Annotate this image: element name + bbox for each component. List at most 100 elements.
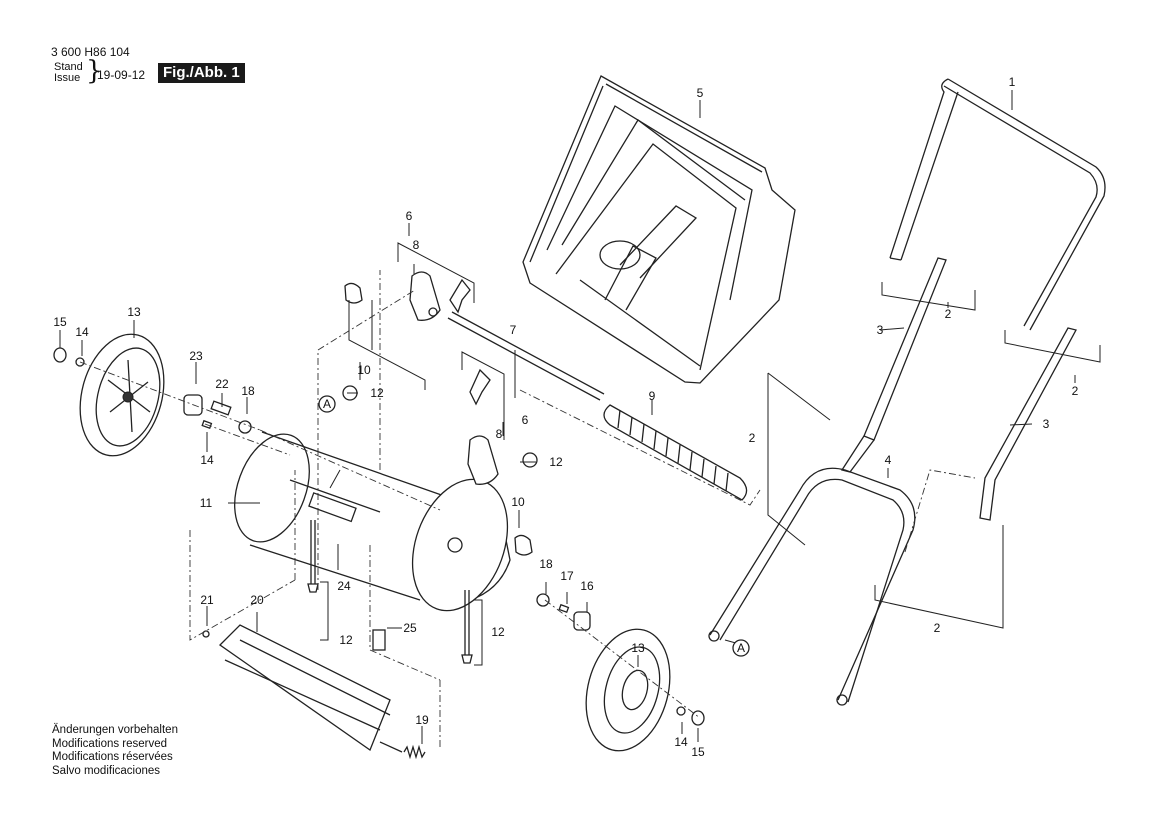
callout-17: 17 — [560, 569, 574, 583]
assembly-line — [317, 270, 416, 590]
notice-de: Änderungen vorbehalten — [52, 724, 178, 736]
assembly-line — [189, 470, 296, 641]
callout-8: 8 — [496, 427, 503, 441]
knob-lower — [522, 452, 538, 468]
bolt-left — [307, 520, 319, 593]
stand-label: Stand — [54, 61, 83, 73]
spring — [403, 744, 426, 760]
pinion-right — [573, 611, 591, 631]
callout-13: 13 — [631, 641, 645, 655]
bracket-2-right — [874, 525, 1004, 629]
washer-left — [75, 357, 85, 367]
bracket-6-upper — [397, 242, 475, 303]
shaft-left — [210, 400, 232, 416]
notice-fr: Modifications réservées — [52, 751, 173, 763]
callout-2: 2 — [749, 431, 756, 445]
callout-11: 11 — [200, 496, 213, 510]
callout-24: 24 — [337, 579, 351, 593]
key-right — [558, 603, 570, 614]
callout-7: 7 — [510, 323, 517, 337]
bearing-right — [536, 593, 550, 607]
wheel-left — [79, 333, 165, 457]
callout-8: 8 — [413, 238, 420, 252]
bracket-6-lower — [461, 351, 505, 440]
bracket-12-right — [474, 599, 483, 666]
callout-6: 6 — [406, 209, 413, 223]
callout-12: 12 — [549, 455, 563, 469]
callout-12: 12 — [491, 625, 505, 639]
callout-20: 20 — [250, 593, 264, 607]
callout-2: 2 — [934, 621, 941, 635]
circlip — [202, 630, 210, 638]
lower-handle — [708, 467, 916, 706]
latch-plate-lower — [469, 368, 491, 406]
callout-10: 10 — [511, 495, 525, 509]
callout-9: 9 — [649, 389, 656, 403]
callout-14: 14 — [75, 325, 89, 339]
bolt-right — [461, 590, 473, 664]
callout-14: 14 — [674, 735, 688, 749]
callout-12: 12 — [370, 386, 384, 400]
svg-text:A: A — [737, 641, 745, 655]
assembly-line — [519, 389, 761, 506]
label-sticker-25 — [372, 629, 386, 651]
callout-10: 10 — [357, 363, 371, 377]
figure-label: Fig./Abb. 1 — [158, 63, 245, 83]
callout-12: 12 — [339, 633, 353, 647]
upper-handle — [889, 78, 1106, 331]
middle-handle-left — [840, 257, 947, 473]
bracket-2-upper — [881, 282, 976, 311]
callout-18: 18 — [539, 557, 553, 571]
callout-2: 2 — [1072, 384, 1079, 398]
middle-handle-right — [979, 327, 1077, 521]
callout-13: 13 — [127, 305, 141, 319]
callout-21: 21 — [200, 593, 214, 607]
callout-23: 23 — [189, 349, 203, 363]
axle-rod — [447, 311, 605, 401]
callout-16: 16 — [580, 579, 594, 593]
hub-cap-right — [691, 710, 705, 726]
callout-25: 25 — [403, 621, 417, 635]
callout-14: 14 — [200, 453, 214, 467]
notice-en: Modifications reserved — [52, 737, 168, 750]
wheel-right — [585, 628, 671, 752]
callout-15: 15 — [691, 745, 705, 759]
callout-18: 18 — [241, 384, 255, 398]
modifications-notice: Änderungen vorbehalten Modifications res… — [52, 724, 178, 778]
issue-label: Issue — [54, 72, 81, 84]
assembly-line — [79, 361, 701, 719]
cutting-cylinder — [218, 624, 403, 753]
clip-lower — [514, 534, 533, 556]
assembly-line — [904, 469, 976, 553]
callout-15: 15 — [53, 315, 67, 329]
bracket-10-upper — [348, 300, 426, 390]
callout-3: 3 — [877, 323, 884, 337]
height-adjuster-upper — [409, 271, 441, 321]
brace-glyph: } — [86, 56, 103, 86]
housing — [234, 431, 511, 612]
callout-2: 2 — [945, 307, 952, 321]
bracket-2-mid — [1004, 330, 1101, 363]
svg-text:A: A — [323, 397, 331, 411]
height-adjuster-lower — [467, 435, 499, 485]
callout-5: 5 — [697, 86, 704, 100]
reference-marker-a-top: A — [318, 395, 336, 413]
issue-date: 19-09-12 — [97, 68, 146, 82]
callout-4: 4 — [885, 453, 892, 467]
hub-cap-left — [53, 347, 67, 363]
callout-22: 22 — [215, 377, 229, 391]
assembly-line — [369, 545, 441, 750]
stand-issue-label: Stand Issue — [54, 62, 83, 84]
clip-upper — [344, 282, 363, 304]
callout-3: 3 — [1043, 417, 1050, 431]
document-number: 3 600 H86 104 — [51, 45, 130, 59]
callout-6: 6 — [522, 413, 529, 427]
notice-es: Salvo modificaciones — [52, 764, 161, 777]
bracket-2-left — [767, 372, 831, 546]
bracket-12-left — [320, 581, 329, 641]
rear-roller — [603, 404, 748, 501]
grass-box — [522, 75, 796, 384]
washer-right — [676, 706, 686, 716]
callout-19: 19 — [415, 713, 429, 727]
